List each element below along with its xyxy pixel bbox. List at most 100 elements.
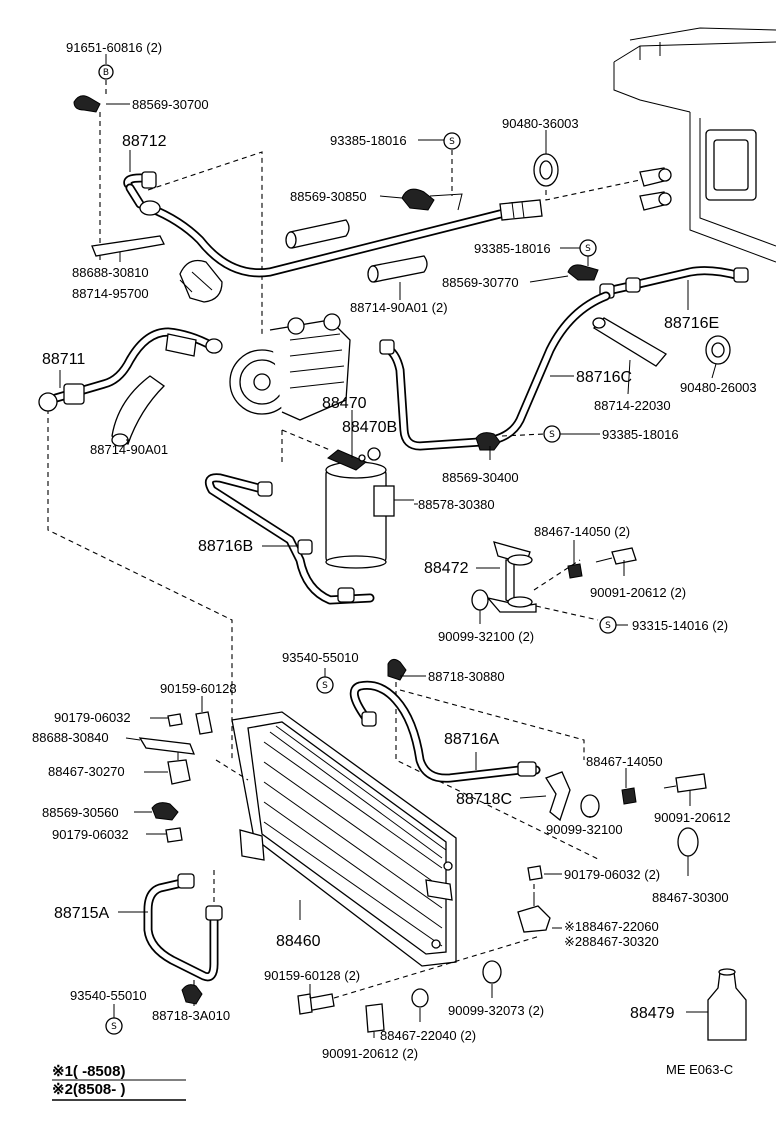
label-88716B: 88716B (198, 538, 253, 555)
label-90179-06032-2: 90179-06032 (2) (564, 867, 660, 882)
label-88460: 88460 (276, 933, 321, 950)
stud-symbol-b: S (579, 239, 597, 257)
label-88467-22060: ※188467-22060 (564, 919, 659, 934)
label-90099-32073: 90099-32073 (2) (448, 1003, 544, 1018)
hose-88712 (123, 171, 543, 278)
label-90099-32100: 90099-32100 (546, 822, 623, 837)
label-88714-90A01-2: 88714-90A01 (2) (350, 300, 448, 315)
label-88716E: 88716E (664, 315, 719, 332)
footnote-2: ※2(8508- ) (52, 1081, 125, 1098)
nut-88467-14050-2 (567, 563, 583, 579)
label-90099-32100-2: 90099-32100 (2) (438, 629, 534, 644)
bolt-90091-20612-2b (365, 1003, 385, 1033)
grommet-90099-32100 (580, 794, 600, 818)
svg-text:S: S (111, 1022, 117, 1032)
svg-text:S: S (549, 430, 555, 440)
label-88718-30880: 88718-30880 (428, 669, 505, 684)
label-91651-60816: 91651-60816 (2) (66, 40, 162, 55)
clamp-88569-30850 (401, 188, 463, 211)
bolt-90091-20612 (663, 773, 707, 793)
nut-90179-06032-a (167, 713, 183, 727)
clamp-88569-30700 (73, 95, 130, 113)
label-88688-30810: 88688-30810 (72, 265, 149, 280)
sleeve-88714-22030 (592, 317, 667, 367)
label-88467-30270: 88467-30270 (48, 764, 125, 779)
part-labels: 91651-60816 (2) 88569-30700 88712 88688-… (32, 40, 757, 1061)
label-88467-14050-2: 88467-14050 (2) (534, 524, 630, 539)
label-93385-18016-b: 93385-18016 (474, 241, 551, 256)
label-93540-55010-b: 93540-55010 (70, 988, 147, 1003)
bracket-88688-30810 (91, 235, 165, 257)
svg-text:S: S (585, 244, 591, 254)
stud-symbol-a: S (443, 132, 461, 150)
bolt-90091-20612-2a (595, 547, 637, 565)
footnote-1: ※1( -8508) (52, 1063, 125, 1080)
label-90179-06032-a: 90179-06032 (54, 710, 131, 725)
sleeve-88714-90A01-top (285, 219, 350, 249)
label-88569-30400: 88569-30400 (442, 470, 519, 485)
stud-symbol-c: S (543, 425, 561, 443)
label-88715A: 88715A (54, 905, 109, 922)
label-88716C: 88716C (576, 369, 632, 386)
grommet-90099-32073 (482, 960, 502, 984)
pipe-88716C (379, 291, 611, 451)
label-88470B: 88470B (342, 419, 397, 436)
svg-text:S: S (449, 137, 455, 147)
label-88467-22040: 88467-22040 (2) (380, 1028, 476, 1043)
diagram-code: ME E063-C (666, 1062, 733, 1077)
compressor (229, 313, 351, 421)
bolt-90159-60128 (195, 711, 213, 735)
label-90091-20612-2a: 90091-20612 (2) (590, 585, 686, 600)
label-88716A: 88716A (444, 731, 499, 748)
clamp-88569-30560 (151, 802, 179, 821)
label-88479: 88479 (630, 1005, 675, 1022)
label-88714-90A01: 88714-90A01 (90, 442, 168, 457)
label-88472: 88472 (424, 560, 469, 577)
label-88569-30560: 88569-30560 (42, 805, 119, 820)
label-90480-26003: 90480-26003 (680, 380, 757, 395)
bracket-88688-30840 (138, 737, 196, 755)
label-93315-14016: 93315-14016 (2) (632, 618, 728, 633)
bracket-88472 (486, 541, 537, 613)
stud-symbol-d: S (599, 616, 617, 634)
label-90159-60128-2: 90159-60128 (2) (264, 968, 360, 983)
label-88718-3A010: 88718-3A010 (152, 1008, 230, 1023)
cushion-88467-30270 (167, 752, 191, 785)
label-93385-18016-a: 93385-18016 (330, 133, 407, 148)
bolt-90159-60128-2 (297, 993, 335, 1015)
label-90091-20612-2b: 90091-20612 (2) (322, 1046, 418, 1061)
label-88569-30770: 88569-30770 (442, 275, 519, 290)
nut-90179-06032-b (165, 827, 183, 843)
bolt-symbol-b: B (103, 68, 109, 78)
pipe-88716E (599, 266, 749, 299)
cushion-88467-22040 (411, 988, 429, 1008)
pipe-88715A (143, 873, 223, 982)
label-88714-95700: 88714-95700 (72, 286, 149, 301)
label-90480-36003: 90480-36003 (502, 116, 579, 131)
label-88467-14050: 88467-14050 (586, 754, 663, 769)
leader-lines (59, 54, 717, 1038)
label-93385-18016-c: 93385-18016 (602, 427, 679, 442)
label-88467-30320: ※288467-30320 (564, 934, 659, 949)
stud-symbol-f: S (105, 1017, 123, 1035)
grommet-90099-32100-2 (471, 589, 489, 611)
cover-88714-95700 (179, 259, 223, 303)
footer: ※1( -8508) ※2(8508- ) ME E063-C (52, 1062, 733, 1101)
label-88578-30380: 88578-30380 (418, 497, 495, 512)
pipe-88716B (204, 473, 375, 605)
label-90159-60128: 90159-60128 (160, 681, 237, 696)
label-90179-06032-b: 90179-06032 (52, 827, 129, 842)
nut-88467-14050 (621, 787, 637, 805)
sleeve-88714-90A01-low (111, 375, 166, 447)
hose-88711 (38, 327, 223, 412)
grommet-90480-26003 (705, 335, 731, 365)
connector-88578-30380 (373, 485, 414, 517)
svg-text:S: S (322, 681, 328, 691)
label-93540-55010-a: 93540-55010 (282, 650, 359, 665)
sleeve-88714-90A01-mid (367, 255, 428, 283)
label-88467-30300: 88467-30300 (652, 890, 729, 905)
bracket-88718-30880 (387, 658, 407, 681)
bracket-88718C (545, 771, 571, 822)
label-90091-20612: 90091-20612 (654, 810, 731, 825)
